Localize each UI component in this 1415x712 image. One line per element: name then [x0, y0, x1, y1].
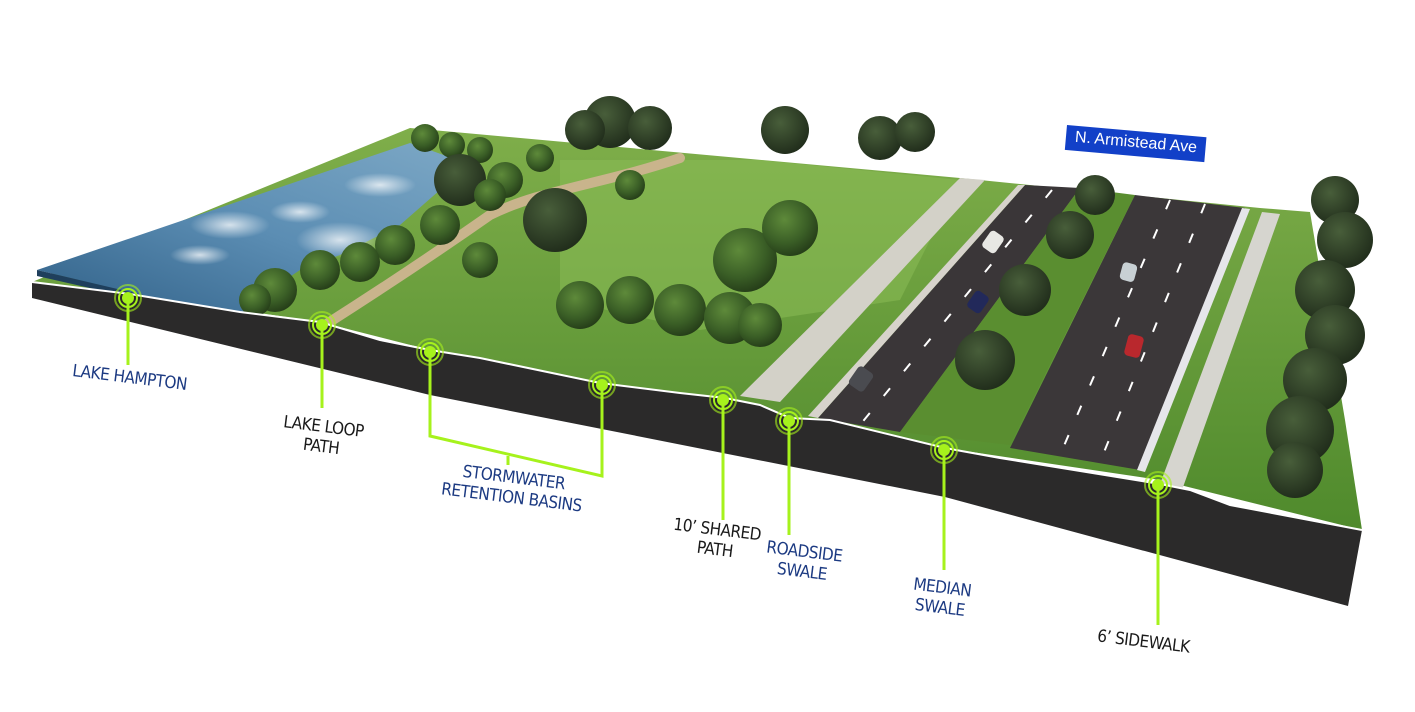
- marker-retention-basin-1: [416, 338, 444, 366]
- callout-leaders: [126, 298, 1160, 625]
- callout-markers: [114, 284, 1172, 499]
- marker-retention-basin-2: [588, 371, 616, 399]
- marker-median-swale: [930, 436, 958, 464]
- marker-shared-path: [709, 386, 737, 414]
- road-east: [1010, 195, 1250, 472]
- marker-sidewalk: [1144, 471, 1172, 499]
- marker-lake-loop-path: [308, 311, 336, 339]
- shared-path-surface: [740, 178, 985, 402]
- trees: [239, 96, 1373, 498]
- marker-roadside-swale: [775, 407, 803, 435]
- lake-loop-path: [320, 153, 685, 330]
- road-west: [808, 185, 1080, 432]
- sidewalk-surface: [1160, 212, 1280, 490]
- marker-lake-hampton: [114, 284, 142, 312]
- cars: [848, 230, 1144, 392]
- label-median-swale: MEDIAN SWALE: [912, 574, 973, 621]
